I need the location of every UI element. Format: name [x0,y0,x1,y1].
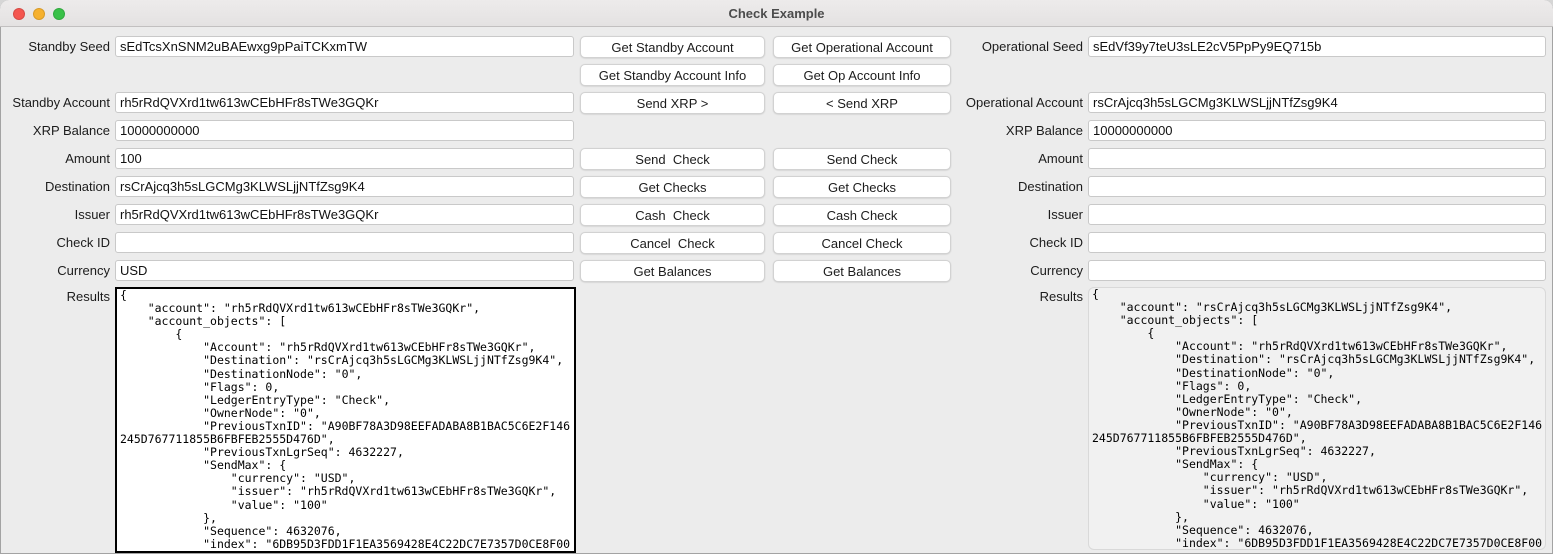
get-op-account-info-button[interactable]: Get Op Account Info [773,64,951,86]
cancel-check-operational-button[interactable]: Cancel Check [773,232,951,254]
send-check-operational-button[interactable]: Send Check [773,148,951,170]
standby-balance-label: XRP Balance [32,123,110,138]
cancel-check-standby-button[interactable]: Cancel Check [580,232,765,254]
operational-issuer-label: Issuer [1047,207,1083,222]
get-standby-account-button[interactable]: Get Standby Account [580,36,765,58]
standby-currency-label: Currency [57,263,110,278]
operational-checkid-input[interactable] [1088,232,1546,253]
standby-account-label: Standby Account [12,95,110,110]
operational-results-textarea[interactable]: { "account": "rsCrAjcq3h5sLGCMg3KLWSLjjN… [1088,287,1546,550]
get-standby-account-info-button[interactable]: Get Standby Account Info [580,64,765,86]
get-balances-standby-button[interactable]: Get Balances [580,260,765,282]
maximize-icon[interactable] [53,8,65,20]
operational-account-label: Operational Account [965,95,1083,110]
window-title: Check Example [728,6,825,21]
operational-amount-input[interactable] [1088,148,1546,169]
send-xrp-to-operational-button[interactable]: Send XRP > [580,92,765,114]
standby-destination-label: Destination [44,179,110,194]
standby-seed-input[interactable] [115,36,574,57]
standby-account-input[interactable] [115,92,574,113]
operational-seed-label: Operational Seed [981,39,1083,54]
operational-amount-label: Amount [1038,151,1083,166]
standby-seed-label: Standby Seed [28,39,110,54]
standby-checkid-input[interactable] [115,232,574,253]
get-checks-standby-button[interactable]: Get Checks [580,176,765,198]
standby-results-label: Results [66,289,110,304]
send-check-standby-button[interactable]: Send Check [580,148,765,170]
standby-destination-input[interactable] [115,176,574,197]
operational-checkid-label: Check ID [1029,235,1083,250]
operational-account-input[interactable] [1088,92,1546,113]
standby-checkid-label: Check ID [56,235,110,250]
operational-currency-input[interactable] [1088,260,1546,281]
standby-currency-input[interactable] [115,260,574,281]
titlebar: Check Example [0,0,1553,27]
standby-amount-input[interactable] [115,148,574,169]
operational-destination-label: Destination [1017,179,1083,194]
operational-destination-input[interactable] [1088,176,1546,197]
operational-balance-label: XRP Balance [1005,123,1083,138]
standby-balance-input[interactable] [115,120,574,141]
standby-issuer-input[interactable] [115,204,574,225]
minimize-icon[interactable] [33,8,45,20]
standby-results-textarea[interactable]: { "account": "rh5rRdQVXrd1tw613wCEbHFr8s… [115,287,576,553]
standby-issuer-label: Issuer [74,207,110,222]
get-operational-account-button[interactable]: Get Operational Account [773,36,951,58]
operational-issuer-input[interactable] [1088,204,1546,225]
send-xrp-to-standby-button[interactable]: < Send XRP [773,92,951,114]
standby-amount-label: Amount [65,151,110,166]
operational-seed-input[interactable] [1088,36,1546,57]
operational-balance-input[interactable] [1088,120,1546,141]
cash-check-operational-button[interactable]: Cash Check [773,204,951,226]
operational-currency-label: Currency [1030,263,1083,278]
get-checks-operational-button[interactable]: Get Checks [773,176,951,198]
close-icon[interactable] [13,8,25,20]
get-balances-operational-button[interactable]: Get Balances [773,260,951,282]
cash-check-standby-button[interactable]: Cash Check [580,204,765,226]
operational-results-label: Results [1039,289,1083,304]
